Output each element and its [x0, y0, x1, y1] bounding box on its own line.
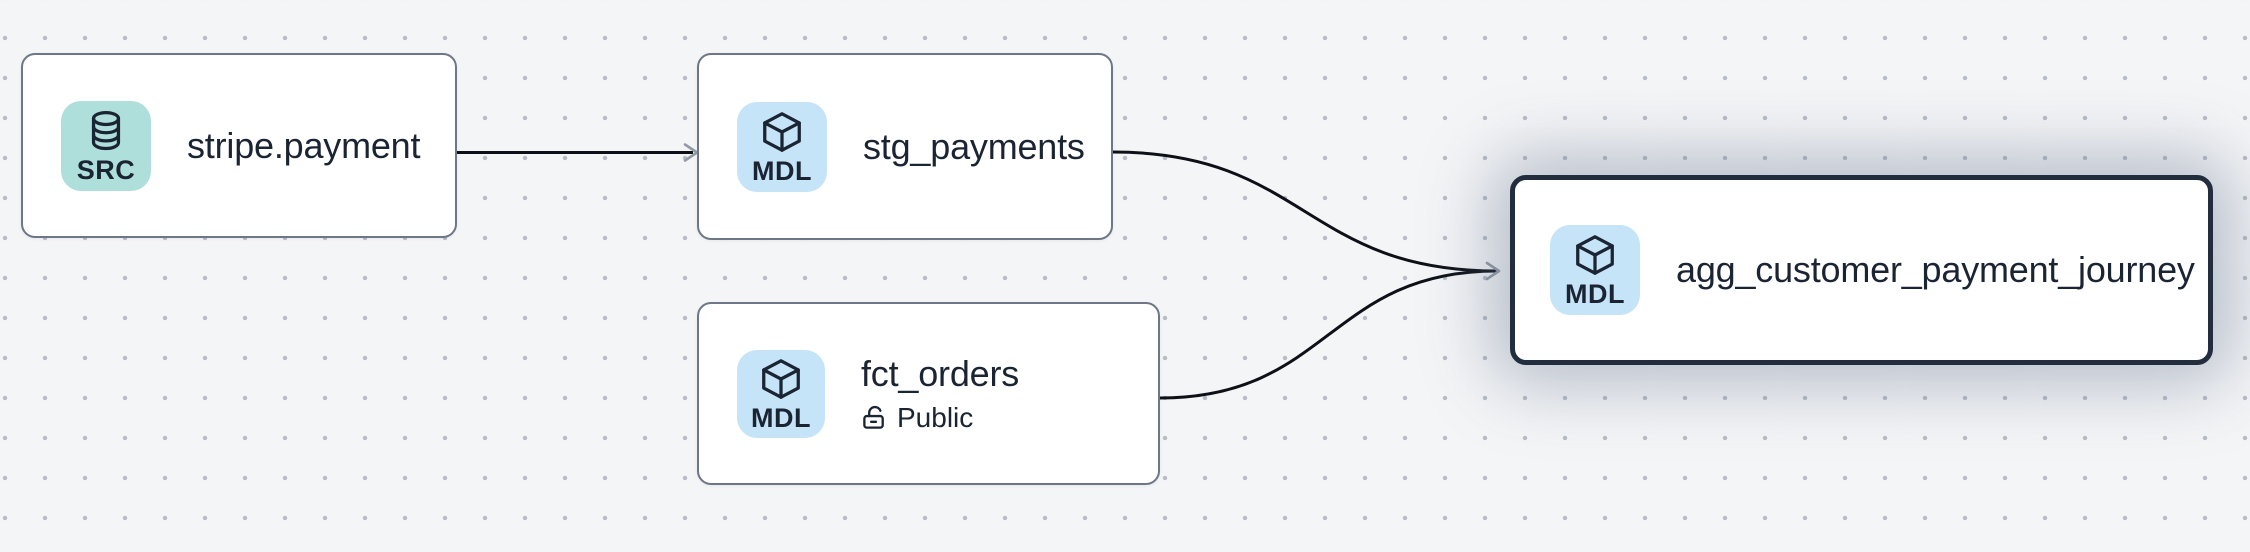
node-stg-payments[interactable]: MDL stg_payments — [697, 53, 1113, 240]
badge-label: MDL — [1565, 279, 1625, 309]
model-badge: MDL — [737, 349, 825, 438]
edge-fct-orders-to-agg-customer-payment-journey — [1159, 269, 1498, 400]
node-title: stg_payments — [863, 125, 1085, 167]
cube-icon — [758, 356, 804, 402]
edge-stg-payments-to-agg-customer-payment-journey — [1112, 150, 1498, 273]
model-badge: MDL — [737, 101, 827, 192]
cube-icon — [1572, 232, 1618, 278]
access-row: Public — [861, 402, 1019, 434]
badge-label: SRC — [76, 154, 136, 185]
database-icon — [83, 108, 129, 154]
model-badge: MDL — [1550, 225, 1640, 315]
node-stripe-payment[interactable]: SRC stripe.payment — [21, 53, 457, 238]
node-title: stripe.payment — [187, 124, 421, 166]
node-agg-customer-payment-journey[interactable]: MDL agg_customer_payment_journey — [1510, 175, 2213, 365]
node-title: agg_customer_payment_journey — [1676, 249, 2195, 291]
node-fct-orders[interactable]: MDL fct_orders Public — [697, 302, 1160, 485]
access-label: Public — [897, 401, 974, 433]
source-badge: SRC — [61, 100, 151, 191]
badge-label: MDL — [751, 402, 811, 433]
node-title: fct_orders — [861, 353, 1020, 395]
arrowhead-icon — [1485, 261, 1501, 281]
cube-icon — [759, 109, 805, 155]
badge-label: MDL — [752, 155, 812, 186]
lock-open-icon — [861, 404, 888, 431]
